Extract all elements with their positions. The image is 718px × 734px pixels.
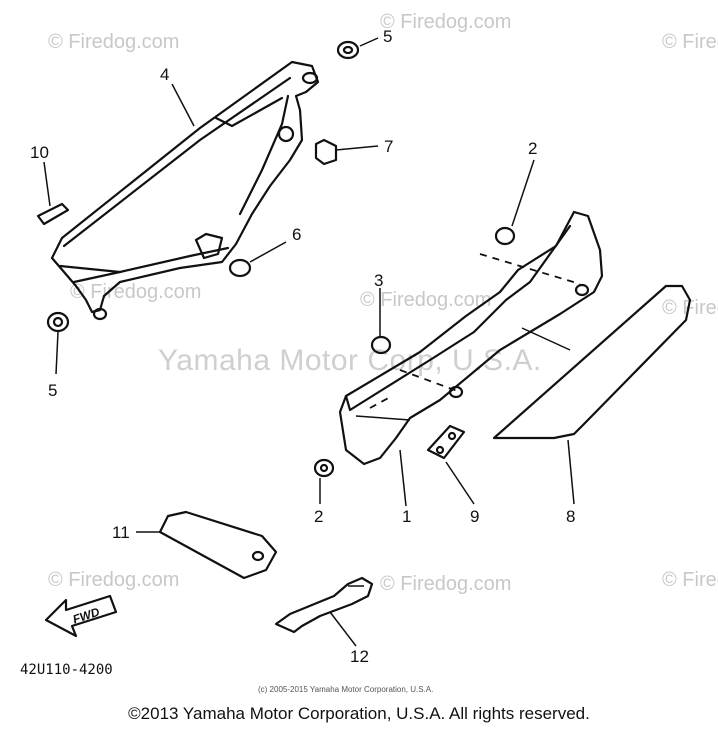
grommet-5-bottom	[46, 311, 70, 333]
callout-8: 8	[566, 507, 575, 526]
source-line: (c) 2005-2015 Yamaha Motor Corporation, …	[258, 685, 433, 694]
watermark-brand: Yamaha Motor Corp, U.S.A.	[158, 344, 542, 377]
callout-10: 10	[30, 143, 49, 162]
part-12-strap	[274, 576, 374, 634]
callout-7: 7	[384, 137, 393, 156]
part-4-bracket	[50, 60, 320, 321]
callout-11: 11	[112, 523, 130, 542]
part-11-pad	[158, 510, 278, 580]
watermark-site: © Firedog.com	[662, 569, 718, 591]
part-10-pad	[36, 202, 70, 226]
callout-3: 3	[374, 271, 383, 290]
part-8-emblem	[492, 284, 692, 440]
grommet-6	[228, 258, 252, 278]
diagram-part-number: 42U110-4200	[20, 662, 113, 678]
callout-numbers: 5 4 7 10 6 5 2 3 2 1 9 8 11 12	[30, 27, 575, 666]
watermark-site: © Firedog.com	[70, 281, 201, 303]
grommet-2-top	[494, 226, 516, 246]
collar-7	[314, 138, 338, 166]
grommets	[46, 40, 516, 478]
part-9-clip	[426, 424, 466, 460]
watermark-site: © Firedog.com	[380, 573, 511, 595]
callout-5: 5	[383, 27, 392, 46]
callout-2: 2	[314, 507, 323, 526]
callout-5: 5	[48, 381, 57, 400]
callout-6: 6	[292, 225, 301, 244]
watermark-site: © Firedog.com	[662, 31, 718, 53]
watermark-site: © Firedog.com	[662, 297, 718, 319]
callout-2: 2	[528, 139, 537, 158]
part-1-side-cover	[338, 210, 604, 466]
watermark-site: © Firedog.com	[380, 11, 511, 33]
callout-9: 9	[470, 507, 479, 526]
copyright-notice: ©2013 Yamaha Motor Corporation, U.S.A. A…	[128, 704, 590, 723]
watermark-site: © Firedog.com	[48, 569, 179, 591]
watermark-site: © Firedog.com	[48, 31, 179, 53]
callout-1: 1	[402, 507, 411, 526]
grommet-5-top	[336, 40, 360, 60]
fwd-arrow: FWD	[44, 594, 118, 638]
watermark-site: © Firedog.com	[360, 289, 491, 311]
grommet-3	[370, 335, 392, 355]
leader-lines	[43, 37, 575, 647]
callout-4: 4	[160, 65, 169, 84]
grommet-2-bottom	[313, 458, 335, 478]
watermarks: © Firedog.com © Firedog.com © Firedog.co…	[48, 11, 718, 595]
callout-12: 12	[350, 647, 369, 666]
